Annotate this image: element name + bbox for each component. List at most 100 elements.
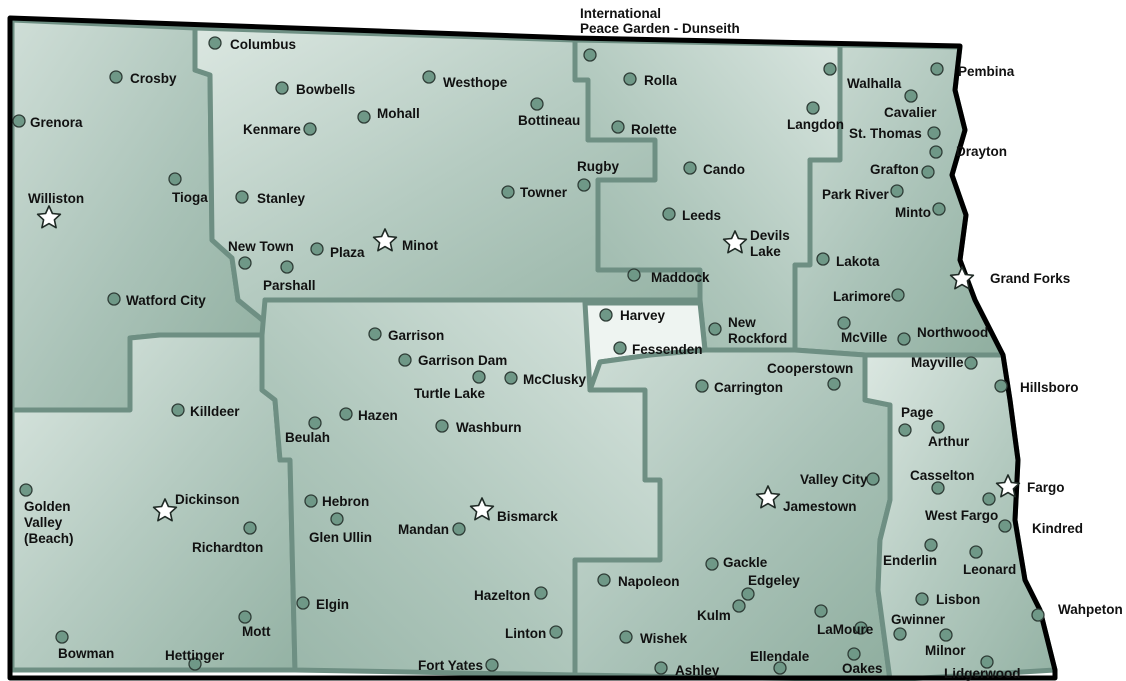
- town-marker: [435, 419, 449, 433]
- town-marker: [339, 407, 353, 421]
- town-marker: [980, 655, 994, 669]
- town-marker: [969, 545, 983, 559]
- town-marker: [611, 120, 625, 134]
- city-label-valley-city: Valley City: [800, 472, 868, 487]
- town-marker: [235, 190, 249, 204]
- town-marker: [683, 161, 697, 175]
- city-label-grenora: Grenora: [30, 115, 83, 130]
- city-label-ashley: Ashley: [675, 663, 720, 678]
- city-label-mayville: Mayville: [911, 355, 964, 370]
- town-marker: [927, 126, 941, 140]
- city-label-stanley: Stanley: [257, 191, 306, 206]
- city-label-beulah: Beulah: [285, 430, 330, 445]
- town-marker: [619, 630, 633, 644]
- regions: [9, 17, 1058, 681]
- city-label-ellendale: Ellendale: [750, 649, 810, 664]
- city-label-grand-forks: Grand Forks: [990, 271, 1070, 286]
- town-marker: [695, 379, 709, 393]
- city-label-rolla: Rolla: [644, 73, 677, 88]
- city-label-tioga: Tioga: [172, 190, 208, 205]
- city-label-bowbells: Bowbells: [296, 82, 355, 97]
- city-label-enderlin: Enderlin: [883, 553, 937, 568]
- city-label-wahpeton: Wahpeton: [1058, 602, 1123, 617]
- state-outline: [7, 15, 1058, 681]
- city-label-mandan: Mandan: [398, 522, 449, 537]
- city-label-page: Page: [901, 405, 934, 420]
- town-marker: [866, 472, 880, 486]
- city-label-gwinner: Gwinner: [891, 612, 946, 627]
- town-marker: [310, 242, 324, 256]
- city-label-rolette: Rolette: [631, 122, 677, 137]
- city-label-elgin: Elgin: [316, 597, 349, 612]
- town-marker: [929, 145, 943, 159]
- city-label-westhope: Westhope: [443, 75, 508, 90]
- city-label-watford-city: Watford City: [126, 293, 206, 308]
- town-marker: [55, 630, 69, 644]
- town-marker: [275, 81, 289, 95]
- town-marker: [854, 621, 868, 635]
- town-marker: [398, 353, 412, 367]
- town-marker: [1031, 608, 1045, 622]
- town-marker: [924, 538, 938, 552]
- town-marker: [107, 292, 121, 306]
- city-label-golden-valley-2: Valley: [24, 515, 63, 530]
- city-label-kenmare: Kenmare: [243, 122, 301, 137]
- town-marker: [915, 592, 929, 606]
- town-marker: [705, 557, 719, 571]
- city-label-lamoure: LaMoure: [817, 622, 874, 637]
- town-marker: [549, 625, 563, 639]
- city-label-garrison-dam: Garrison Dam: [418, 353, 507, 368]
- city-label-lakota: Lakota: [836, 254, 880, 269]
- city-label-columbus: Columbus: [230, 37, 296, 52]
- city-label-new-rockford-2: Rockford: [728, 331, 787, 346]
- city-label-williston: Williston: [28, 191, 84, 206]
- city-label-leonard: Leonard: [963, 562, 1016, 577]
- star-icon: [755, 485, 781, 509]
- town-marker: [330, 512, 344, 526]
- town-marker: [904, 89, 918, 103]
- town-marker: [613, 341, 627, 355]
- star-icon: [949, 266, 975, 290]
- town-marker: [654, 661, 668, 675]
- town-marker: [12, 114, 26, 128]
- city-label-golden-valley-3: (Beach): [24, 531, 74, 546]
- city-label-harvey: Harvey: [620, 308, 666, 323]
- city-label-fessenden: Fessenden: [632, 342, 703, 357]
- city-label-mcville: McVille: [841, 330, 888, 345]
- town-marker: [304, 494, 318, 508]
- peace-garden-label-2: Peace Garden - Dunseith: [580, 21, 740, 36]
- city-label-maddock: Maddock: [651, 270, 710, 285]
- city-label-park-river: Park River: [822, 187, 890, 202]
- city-label-killdeer: Killdeer: [190, 404, 240, 419]
- city-label-fargo: Fargo: [1027, 480, 1065, 495]
- city-label-pembina: Pembina: [958, 64, 1015, 79]
- city-label-hazelton: Hazelton: [474, 588, 530, 603]
- town-marker: [741, 587, 755, 601]
- city-label-washburn: Washburn: [456, 420, 522, 435]
- city-label-cando: Cando: [703, 162, 745, 177]
- town-marker: [827, 377, 841, 391]
- city-label-bismarck: Bismarck: [497, 509, 558, 524]
- town-marker: [597, 573, 611, 587]
- town-marker: [806, 101, 820, 115]
- city-label-turtle-lake: Turtle Lake: [414, 386, 486, 401]
- city-label-crosby: Crosby: [130, 71, 177, 86]
- city-label-rugby: Rugby: [577, 159, 619, 174]
- town-marker: [893, 627, 907, 641]
- city-label-larimore: Larimore: [833, 289, 891, 304]
- city-label-casselton: Casselton: [910, 468, 975, 483]
- city-label-lisbon: Lisbon: [936, 592, 980, 607]
- city-label-parshall: Parshall: [263, 278, 316, 293]
- town-marker: [898, 423, 912, 437]
- city-label-hettinger: Hettinger: [165, 648, 225, 663]
- city-label-towner: Towner: [520, 185, 568, 200]
- town-marker: [931, 420, 945, 434]
- city-label-gackle: Gackle: [723, 555, 768, 570]
- town-marker: [623, 72, 637, 86]
- town-marker: [837, 316, 851, 330]
- town-marker: [296, 596, 310, 610]
- city-label-walhalla: Walhalla: [847, 76, 902, 91]
- city-label-fort-yates: Fort Yates: [418, 658, 483, 673]
- city-label-minot: Minot: [402, 238, 438, 253]
